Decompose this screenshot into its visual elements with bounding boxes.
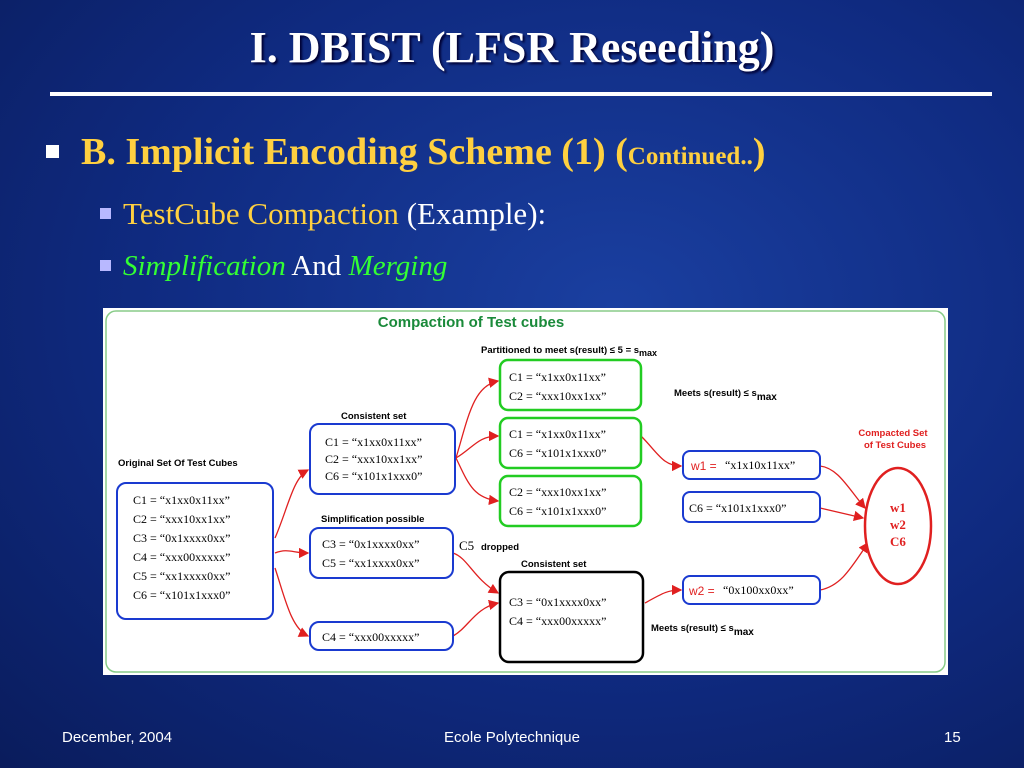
original-lines: C1 = “x1xx0x11xx” C2 = “xxx10xx1xx” C3 =… bbox=[133, 493, 230, 602]
box-w1 bbox=[682, 450, 821, 480]
arrow-to-partition-3 bbox=[455, 457, 500, 506]
arrow-w1-to-compacted bbox=[819, 465, 866, 509]
box-w2 bbox=[682, 575, 821, 605]
w2-value: “0x100xx0xx” bbox=[723, 583, 794, 597]
bullet-testcube: TestCube Compaction (Example): bbox=[100, 196, 546, 232]
title-rule bbox=[50, 92, 992, 96]
label-compacted-1: Compacted Set bbox=[858, 428, 928, 439]
bullet1-text: B. Implicit Encoding Scheme (1) ( bbox=[81, 131, 628, 173]
label-meets-2: Meets s(result) ≤ smax bbox=[651, 623, 754, 638]
arrow-to-partition-2 bbox=[455, 430, 500, 459]
arrow-c4-to-consistent bbox=[452, 599, 500, 637]
testcube-label: TestCube Compaction bbox=[123, 196, 399, 231]
bullet-square-icon bbox=[100, 259, 111, 271]
label-c5: C5 bbox=[459, 538, 474, 553]
arrow-partition-to-w1 bbox=[640, 435, 683, 472]
c6-final-line: C6 = “x101x1xxx0” bbox=[689, 501, 786, 515]
label-consistent-2: Consistent set bbox=[521, 559, 587, 570]
bullet-square-icon bbox=[46, 144, 59, 158]
merging-label: Merging bbox=[348, 250, 448, 282]
box-simplification bbox=[309, 527, 454, 579]
original-line: C6 = “x101x1xxx0” bbox=[133, 588, 230, 602]
arrow-to-partition-1 bbox=[455, 377, 500, 459]
partition2-line: C1 = “x1xx0x11xx” bbox=[509, 427, 606, 441]
simplification-line: C5 = “xx1xxxx0xx” bbox=[322, 556, 419, 570]
original-line: C4 = “xxx00xxxxx” bbox=[133, 550, 230, 564]
box-consistent-2 bbox=[498, 570, 645, 664]
bullet1-continued: Continued.. bbox=[627, 143, 753, 170]
footer-date: December, 2004 bbox=[62, 729, 173, 746]
box-partition-3 bbox=[498, 474, 643, 528]
partition1-line: C2 = “xxx10xx1xx” bbox=[509, 389, 606, 403]
compacted-item: w2 bbox=[890, 517, 906, 532]
compacted-item: w1 bbox=[890, 500, 906, 515]
original-line: C1 = “x1xx0x11xx” bbox=[133, 493, 230, 507]
footer-page-number: 15 bbox=[944, 729, 961, 746]
label-partitioned: Partitioned to meet s(result) ≤ 5 = smax bbox=[481, 345, 657, 358]
arrow-simplification-to-consistent bbox=[452, 552, 500, 594]
consistent1-line: C6 = “x101x1xxx0” bbox=[325, 469, 422, 483]
diagram-frame bbox=[105, 310, 946, 673]
compaction-diagram: Compaction of Test cubes Original Set Of… bbox=[103, 308, 948, 675]
diagram-title: Compaction of Test cubes bbox=[378, 314, 564, 331]
original-line: C3 = “0x1xxxx0xx” bbox=[133, 531, 230, 545]
consistent2-line: C3 = “0x1xxxx0xx” bbox=[509, 595, 606, 609]
partition1-line: C1 = “x1xx0x11xx” bbox=[509, 370, 606, 384]
label-consistent-1: Consistent set bbox=[341, 411, 407, 422]
arrow-original-to-simplification bbox=[274, 547, 310, 559]
consistent1-line: C2 = “xxx10xx1xx” bbox=[325, 452, 422, 466]
bullet-simplification: Simplification And Merging bbox=[100, 250, 447, 283]
label-meets-1: Meets s(result) ≤ smax bbox=[674, 388, 777, 403]
label-compacted-2: of Test Cubes bbox=[864, 440, 926, 451]
consistent1-line: C1 = “x1xx0x11xx” bbox=[325, 435, 422, 449]
diagram-arrows bbox=[274, 377, 869, 637]
w1-label: w1 = bbox=[690, 459, 717, 473]
box-c6-final bbox=[682, 491, 821, 523]
original-line: C5 = “xx1xxxx0xx” bbox=[133, 569, 230, 583]
simplification-label: Simplification bbox=[123, 250, 286, 282]
box-partition-1 bbox=[498, 358, 643, 412]
partition2-line: C6 = “x101x1xxx0” bbox=[509, 446, 606, 460]
original-line: C2 = “xxx10xx1xx” bbox=[133, 512, 230, 526]
w2-label: w2 = bbox=[688, 584, 715, 598]
footer-institution: Ecole Polytechnique bbox=[444, 729, 580, 746]
bullet1-close: ) bbox=[752, 131, 766, 173]
arrow-consistent-to-w2 bbox=[644, 584, 683, 604]
slide-title: I. DBIST (LFSR Reseeding) bbox=[249, 23, 775, 72]
compacted-item: C6 bbox=[890, 534, 906, 549]
compacted-ellipse bbox=[863, 466, 933, 586]
arrow-original-to-c4 bbox=[274, 567, 310, 637]
partition3-line: C2 = “xxx10xx1xx” bbox=[509, 485, 606, 499]
consistent2-line: C4 = “xxx00xxxxx” bbox=[509, 614, 606, 628]
label-dropped: dropped bbox=[481, 542, 519, 553]
arrow-original-to-consistent bbox=[274, 469, 310, 539]
and-label: And bbox=[285, 250, 349, 282]
box-consistent-1 bbox=[309, 423, 456, 495]
diagram-svg: Compaction of Test cubes Original Set Of… bbox=[105, 310, 946, 673]
simplification-line: C3 = “0x1xxxx0xx” bbox=[322, 537, 419, 551]
box-original bbox=[116, 482, 274, 620]
example-label: (Example): bbox=[398, 196, 547, 231]
box-partition-2 bbox=[498, 416, 643, 470]
partition3-line: C6 = “x101x1xxx0” bbox=[509, 504, 606, 518]
arrow-w2-to-compacted bbox=[819, 541, 869, 591]
box-c4 bbox=[309, 621, 454, 651]
label-original: Original Set Of Test Cubes bbox=[118, 458, 238, 469]
bullet-square-icon bbox=[100, 208, 111, 220]
bullet-level-1: B. Implicit Encoding Scheme (1) (Continu… bbox=[46, 130, 765, 174]
c4-line: C4 = “xxx00xxxxx” bbox=[322, 630, 419, 644]
label-simplification: Simplification possible bbox=[321, 514, 424, 525]
arrow-c6-to-compacted bbox=[819, 507, 865, 522]
w1-value: “x1x10x11xx” bbox=[725, 458, 795, 472]
